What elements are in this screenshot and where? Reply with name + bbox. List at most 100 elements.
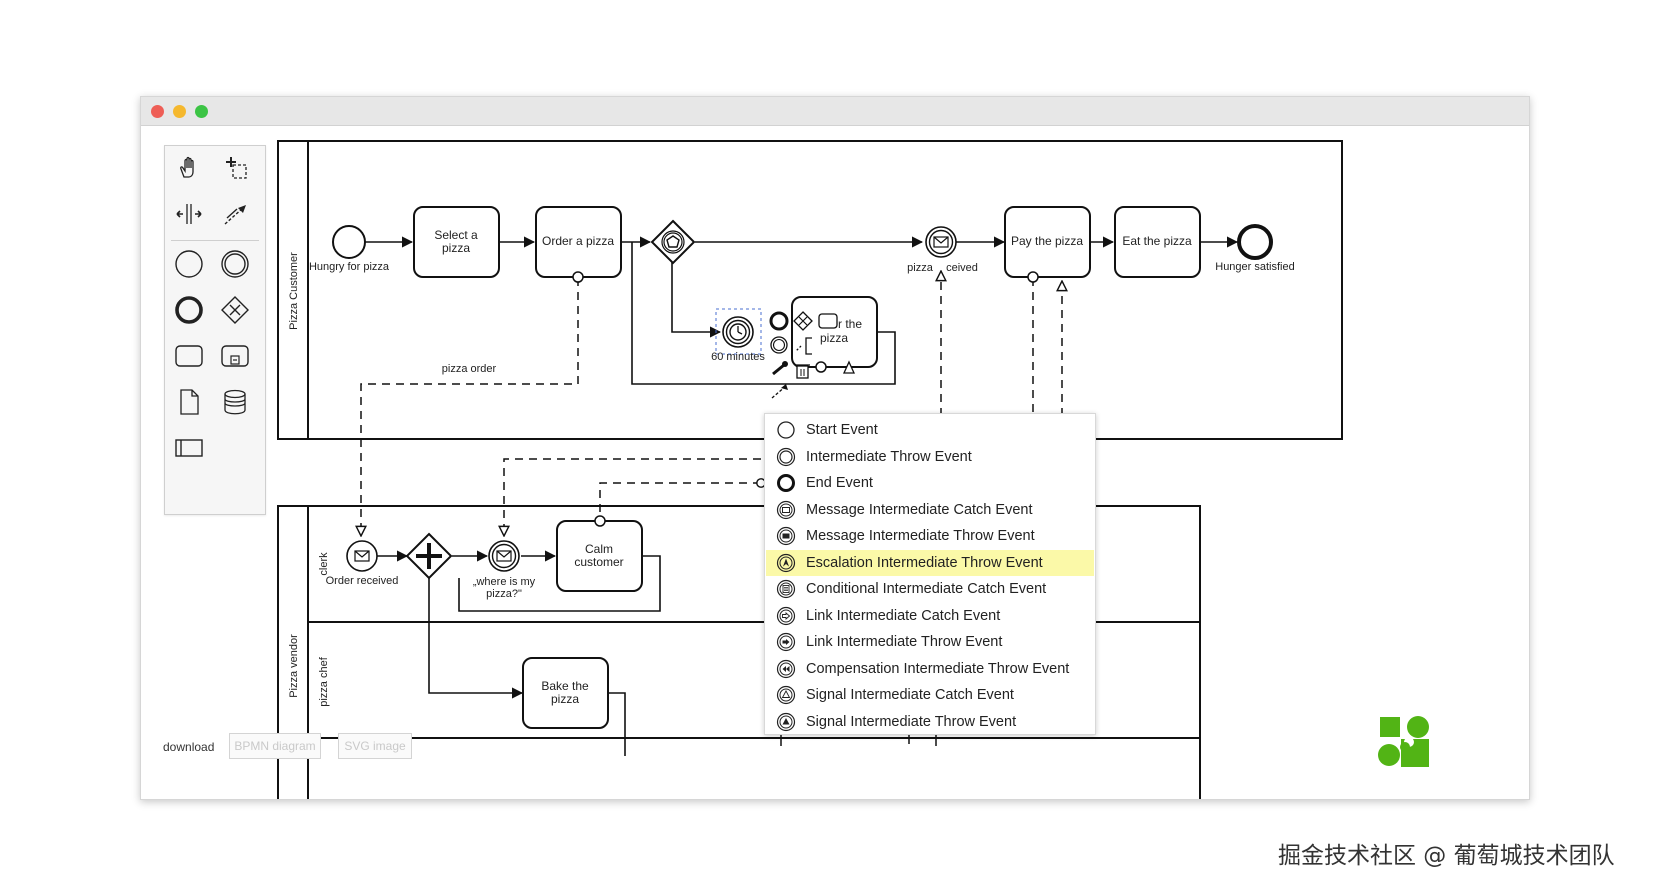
signal-catch-icon — [776, 685, 796, 705]
menu-item-signal-intermediate-catch-event[interactable]: Signal Intermediate Catch Event — [766, 682, 1094, 708]
pay-pizza-label: Pay the pizza — [1011, 234, 1083, 248]
download-svg-button[interactable]: SVG image — [338, 733, 412, 759]
menu-item-conditional-intermediate-catch-event[interactable]: Conditional Intermediate Catch Event — [766, 576, 1094, 602]
order-received-label: Order received — [326, 575, 399, 587]
menu-item-link-intermediate-throw-event[interactable]: Link Intermediate Throw Event — [766, 629, 1094, 655]
menu-item-label: Conditional Intermediate Catch Event — [806, 581, 1047, 597]
global-connect-tool[interactable] — [215, 194, 255, 234]
create-gateway[interactable] — [215, 290, 255, 330]
hand-tool[interactable] — [169, 148, 209, 188]
bake-pizza-label-1: Bake the — [541, 679, 589, 693]
menu-item-label: Signal Intermediate Throw Event — [806, 713, 1017, 730]
data-object-icon — [180, 389, 199, 415]
menu-item-label: Compensation Intermediate Throw Event — [806, 660, 1070, 677]
end-event-hunger-satisfied[interactable] — [1237, 224, 1273, 260]
lasso-tool[interactable] — [215, 148, 255, 188]
connect-arrow-icon[interactable] — [771, 384, 788, 399]
message-catch-where-is-pizza[interactable] — [488, 540, 520, 572]
compensation-throw-icon — [776, 659, 796, 679]
parallel-gateway[interactable] — [405, 532, 453, 580]
global-connect-tool-icon — [224, 205, 246, 225]
sequence-flows-customer — [365, 236, 1239, 385]
download-label: download — [163, 740, 215, 754]
close-window-button[interactable] — [151, 105, 164, 118]
menu-item-label: Message Intermediate Throw Event — [806, 528, 1035, 544]
create-end-event[interactable] — [169, 290, 209, 330]
message-flows — [361, 271, 1062, 536]
menu-item-link-intermediate-catch-event[interactable]: Link Intermediate Catch Event — [766, 603, 1094, 629]
signal-throw-icon — [776, 712, 796, 732]
menu-item-start-event[interactable]: Start Event — [766, 417, 1094, 443]
maximize-window-button[interactable] — [195, 105, 208, 118]
delete-trash-icon[interactable] — [795, 364, 810, 379]
append-text-annotation-icon[interactable] — [795, 337, 812, 355]
hand-tool-icon — [180, 156, 194, 178]
start-event-icon — [175, 250, 203, 278]
create-subprocess[interactable] — [215, 336, 255, 376]
message-start-order-received[interactable] — [346, 540, 378, 572]
create-data-object[interactable] — [169, 382, 209, 422]
subprocess-icon — [221, 345, 249, 367]
menu-item-intermediate-throw-event[interactable]: Intermediate Throw Event — [766, 444, 1094, 470]
intermediate-event-icon — [221, 250, 249, 278]
calm-customer-label-1: Calm — [585, 542, 613, 556]
append-task-icon[interactable] — [818, 313, 838, 329]
select-pizza-label-1: Select a — [434, 228, 478, 242]
chef-lane-label: pizza chef — [318, 656, 330, 706]
task-icon — [175, 345, 203, 367]
menu-item-label: Message Intermediate Catch Event — [806, 501, 1033, 518]
create-intermediate-event[interactable] — [215, 244, 255, 284]
menu-item-message-intermediate-catch-event[interactable]: Message Intermediate Catch Event — [766, 497, 1094, 523]
task-select-pizza[interactable]: Select a pizza — [413, 206, 500, 278]
tool-palette — [164, 145, 266, 515]
minimize-window-button[interactable] — [173, 105, 186, 118]
bpmn-io-logo — [1378, 716, 1429, 767]
menu-item-signal-intermediate-throw-event[interactable]: Signal Intermediate Throw Event — [766, 709, 1094, 735]
download-bpmn-button[interactable]: BPMN diagram — [229, 733, 321, 759]
customer-pool-label: Pizza Customer — [288, 252, 300, 330]
start-event-hungry[interactable] — [332, 225, 366, 259]
menu-item-message-intermediate-throw-event[interactable]: Message Intermediate Throw Event — [766, 523, 1094, 549]
menu-item-label: Link Intermediate Catch Event — [806, 607, 1001, 624]
create-data-store[interactable] — [215, 382, 255, 422]
menu-item-compensation-intermediate-throw-event[interactable]: Compensation Intermediate Throw Event — [766, 656, 1094, 682]
data-store-icon — [224, 389, 246, 415]
create-start-event[interactable] — [169, 244, 209, 284]
pizza-vendor-pool[interactable]: Pizza vendor clerk pizza chef — [277, 505, 1201, 799]
modeler-window: Pizza Customer Pizza vendor clerk pizza … — [140, 96, 1530, 800]
task-ask-for-pizza[interactable]: r the pizza — [791, 296, 878, 374]
lasso-tool-icon — [226, 157, 247, 179]
space-tool-icon — [176, 204, 202, 224]
task-calm-customer[interactable]: Calm customer — [556, 515, 643, 592]
timer-event-60-minutes[interactable] — [715, 308, 762, 355]
task-eat-pizza[interactable]: Eat the pizza — [1114, 206, 1201, 278]
order-pizza-label: Order a pizza — [542, 234, 614, 248]
pizza-customer-pool[interactable]: Pizza Customer — [277, 140, 1343, 440]
hunger-satisfied-label: Hunger satisfied — [1215, 261, 1295, 273]
ask-pizza-label-a: r the — [838, 317, 862, 331]
menu-item-escalation-intermediate-throw-event[interactable]: Escalation Intermediate Throw Event — [766, 549, 1094, 576]
where-is-pizza-label-2: pizza?" — [486, 588, 522, 600]
diagram-canvas[interactable]: Pizza Customer Pizza vendor clerk pizza … — [141, 126, 1529, 799]
append-gateway-icon[interactable] — [793, 311, 813, 331]
create-task[interactable] — [169, 336, 209, 376]
task-order-pizza[interactable]: Order a pizza — [535, 206, 622, 283]
event-based-gateway[interactable] — [650, 219, 696, 265]
append-end-event-icon[interactable] — [769, 311, 789, 331]
change-type-wrench-icon[interactable] — [772, 361, 788, 376]
menu-item-end-event[interactable]: End Event — [766, 470, 1094, 496]
message-throw-icon — [776, 526, 796, 546]
space-tool[interactable] — [169, 194, 209, 234]
ask-pizza-label-b: pizza — [820, 331, 848, 345]
append-intermediate-event-icon[interactable] — [770, 336, 788, 354]
menu-item-label: Signal Intermediate Catch Event — [806, 687, 1014, 703]
menu-item-label: Start Event — [806, 422, 878, 438]
message-catch-icon — [776, 500, 796, 520]
task-bake-pizza[interactable]: Bake the pizza — [522, 657, 609, 729]
pool-icon — [175, 439, 203, 457]
message-catch-pizza-received[interactable] — [925, 226, 957, 258]
create-pool[interactable] — [169, 428, 209, 468]
task-pay-pizza[interactable]: Pay the pizza — [1004, 206, 1091, 283]
intermediate-throw-event-icon — [776, 447, 796, 467]
